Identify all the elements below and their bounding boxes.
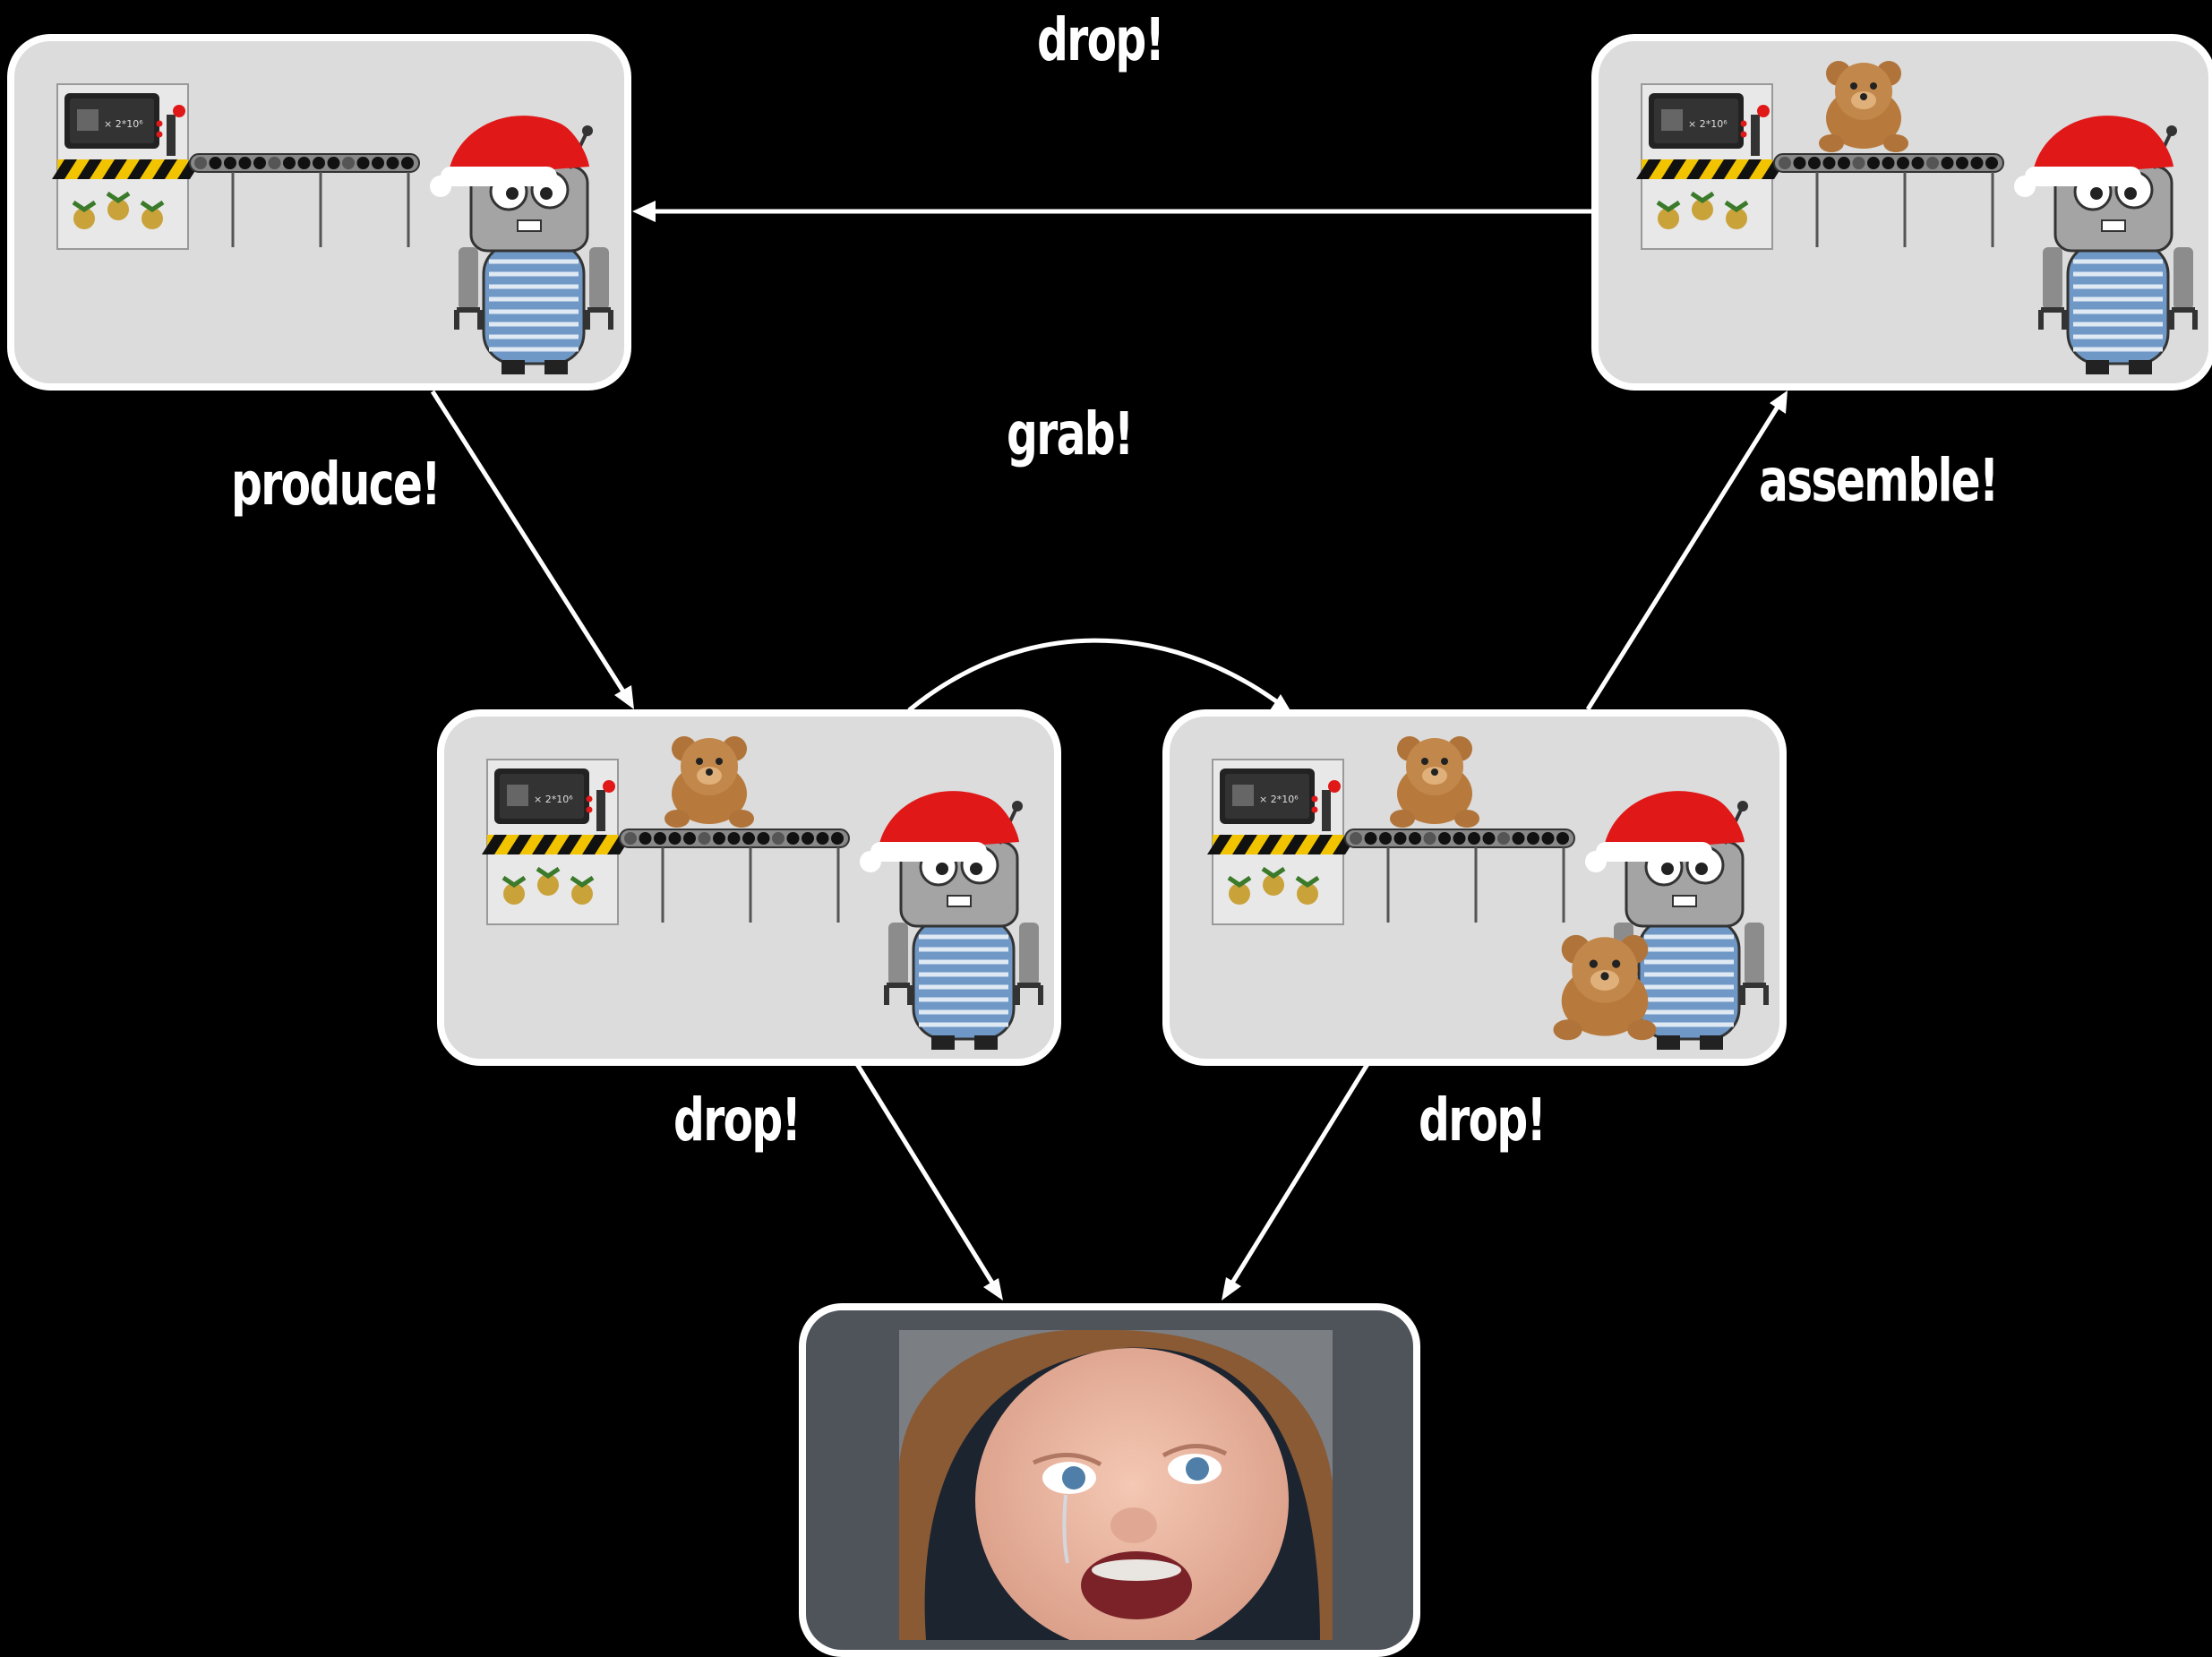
factory-scene: × 2*10⁶	[52, 83, 613, 374]
teddy-bear-on-belt	[1390, 736, 1479, 828]
conveyor-belt	[189, 153, 420, 247]
factory-scene: × 2*10⁶	[482, 736, 1043, 1050]
bells-icon	[1227, 866, 1320, 905]
label-produce: produce!	[231, 450, 441, 519]
conveyor-belt	[1344, 828, 1575, 923]
teddy-bear-held	[1553, 934, 1657, 1041]
label-grab: grab!	[1007, 399, 1134, 468]
machine: × 2*10⁶	[52, 83, 202, 250]
label-assemble: assemble!	[1759, 446, 1999, 515]
arrow-drop-left	[854, 1062, 1000, 1293]
santa-hat	[1585, 791, 1745, 872]
conveyor-belt	[1773, 153, 2004, 247]
bells-icon	[502, 866, 595, 905]
santa-hat	[2014, 116, 2173, 197]
bells-icon	[1656, 191, 1749, 229]
svg-text:× 2*10⁶: × 2*10⁶	[1259, 794, 1299, 805]
state-grabbed: × 2*10⁶	[1162, 709, 1787, 1066]
crying-baby-photo	[899, 1330, 1333, 1640]
robot	[2014, 116, 2198, 374]
state-failure	[799, 1303, 1420, 1657]
label-drop-left: drop!	[673, 1086, 802, 1155]
machine: × 2*10⁶	[1207, 759, 1358, 925]
arrow-grab	[907, 638, 1284, 712]
machine: × 2*10⁶	[1636, 83, 1787, 250]
label-drop-right: drop!	[1419, 1086, 1547, 1155]
svg-text:× 2*10⁶: × 2*10⁶	[1688, 118, 1728, 130]
machine: × 2*10⁶	[482, 759, 632, 925]
state-produced: × 2*10⁶	[437, 709, 1061, 1066]
robot	[860, 791, 1043, 1050]
bells-icon	[72, 191, 165, 229]
arrow-assemble	[1585, 398, 1785, 711]
factory-scene: × 2*10⁶	[1207, 736, 1769, 1050]
robot	[1585, 791, 1769, 1050]
label-drop-top: drop!	[1037, 5, 1165, 74]
state-assembled: × 2*10⁶	[1591, 34, 2212, 391]
factory-scene: × 2*10⁶	[1636, 61, 2198, 374]
conveyor-belt	[619, 828, 850, 923]
state-idle: × 2*10⁶	[7, 34, 631, 391]
svg-text:× 2*10⁶: × 2*10⁶	[104, 118, 143, 130]
teddy-bear-on-belt	[1819, 61, 1908, 152]
arrow-drop-right	[1224, 1062, 1370, 1293]
santa-hat	[430, 116, 589, 197]
svg-text:× 2*10⁶: × 2*10⁶	[534, 794, 573, 805]
arrow-produce	[430, 390, 632, 703]
teddy-bear-on-belt	[664, 736, 754, 828]
santa-hat	[860, 791, 1019, 872]
robot	[430, 116, 613, 374]
